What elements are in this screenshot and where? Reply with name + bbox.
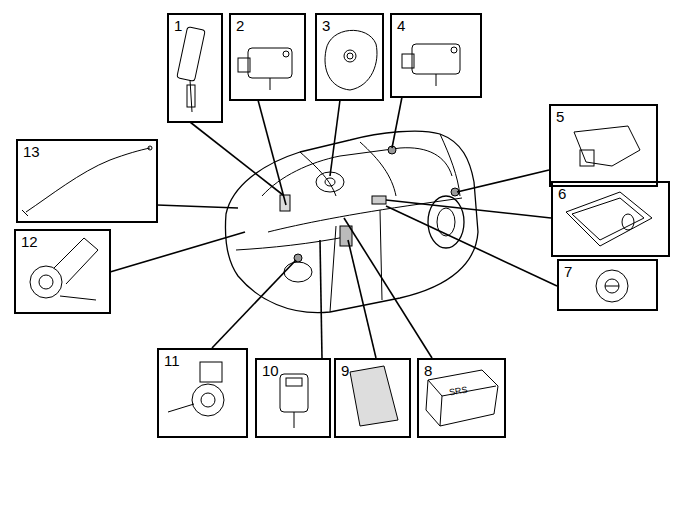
callout-box: 4 [390,13,482,98]
callout-number: 3 [322,18,330,34]
callout-number: 13 [23,144,40,160]
callout-number: 10 [262,363,279,379]
callout-number: 7 [564,264,572,280]
callout-box: 3 [315,13,384,101]
callout-number: 4 [397,18,405,34]
callout-number: 1 [174,18,182,34]
callout-box: 11 [157,348,248,438]
callout-box: 6 [551,181,670,257]
callout-box: 12 [14,229,111,314]
callout-box: 7 [557,259,658,311]
part-label: SRS [448,384,468,397]
callout-number: 11 [164,353,180,369]
callout-number: 6 [558,186,566,202]
callout-box: 10 [255,358,331,438]
callout-number: 5 [556,109,564,125]
callout-box: 1 [167,13,223,123]
callout-box: 9 [334,358,411,438]
callout-box: 13 [16,139,158,223]
callout-number: 2 [236,18,244,34]
callout-number: 12 [21,234,38,250]
callout-number: 8 [424,363,432,379]
callout-number: 9 [341,363,349,379]
callout-box: 2 [229,13,306,101]
callout-box: 8 [417,358,506,438]
callout-box: 5 [549,104,658,187]
